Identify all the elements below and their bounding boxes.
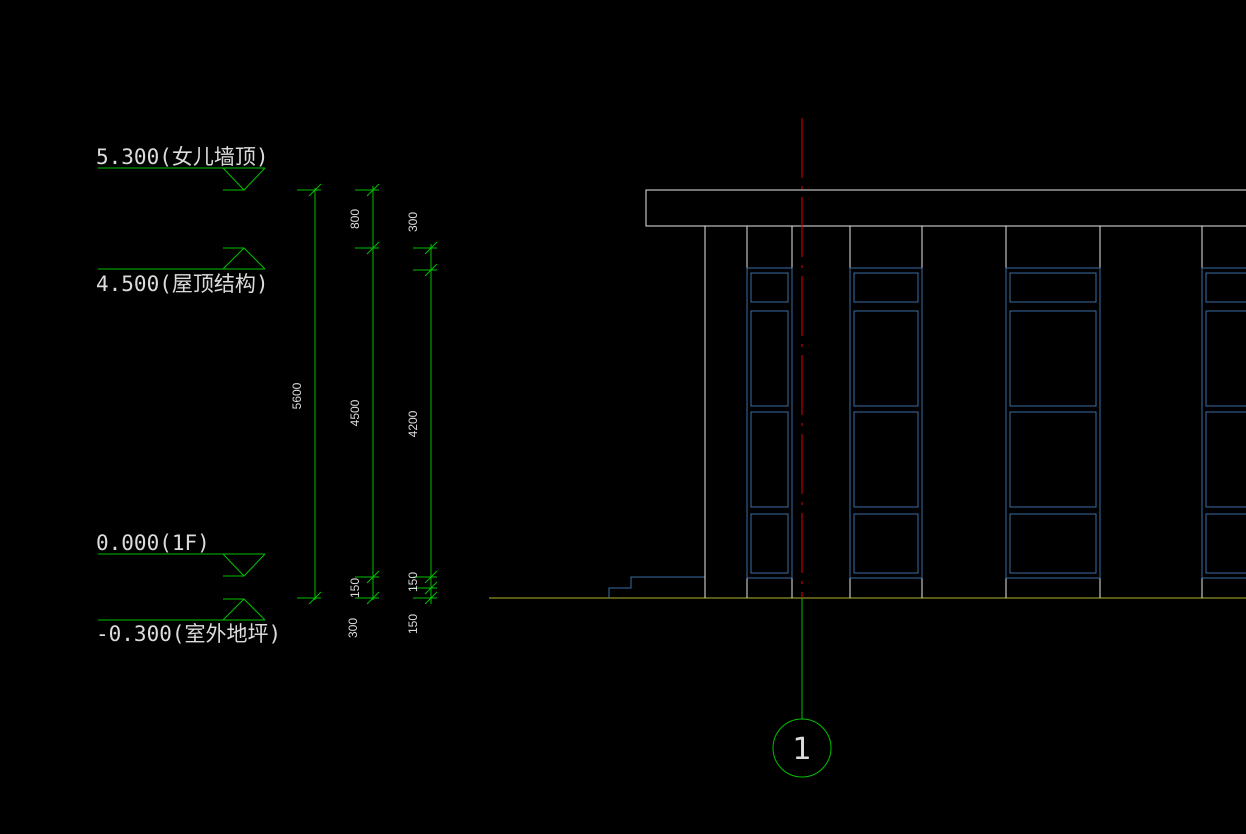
window-bay-2: [849, 267, 923, 579]
axis-bubble: [772, 718, 832, 778]
window-bay-3: [1005, 267, 1101, 579]
level-marker-outdoor-ground: -0.300(室外地坪): [96, 598, 281, 646]
window-bay-4: [1201, 267, 1246, 579]
level-label-roof-structure: 4.500(屋顶结构): [96, 272, 269, 296]
axis-label: 1: [792, 732, 811, 767]
dim-plinth: 150: [348, 578, 362, 598]
dim-floor-height: 4500: [348, 399, 362, 426]
dim-roof-thickness: 300: [406, 212, 420, 232]
level-label-outdoor-ground: -0.300(室外地坪): [96, 622, 281, 646]
dim-total-height: 5600: [290, 382, 304, 409]
dim-sill: 150: [406, 572, 420, 592]
level-marker-first-floor: 0.000(1F): [96, 531, 266, 577]
window-bay-1: [746, 267, 793, 579]
dimension-chain-roof: [355, 183, 380, 605]
dim-parapet: 800: [348, 209, 362, 229]
dim-ground-drop: 300: [346, 618, 360, 638]
level-label-first-floor: 0.000(1F): [96, 531, 210, 555]
level-label-parapet-top: 5.300(女儿墙顶): [96, 145, 269, 169]
dimension-chain-total: [297, 183, 322, 605]
roof-parapet-slab: [645, 189, 1246, 227]
dim-window-height: 4200: [406, 410, 420, 437]
dimension-chain-window: [413, 241, 438, 605]
entrance-steps: [608, 576, 705, 598]
dim-step: 150: [406, 614, 420, 634]
level-marker-parapet-top: 5.300(女儿墙顶): [96, 145, 269, 191]
level-marker-roof-structure: 4.500(屋顶结构): [96, 247, 269, 296]
